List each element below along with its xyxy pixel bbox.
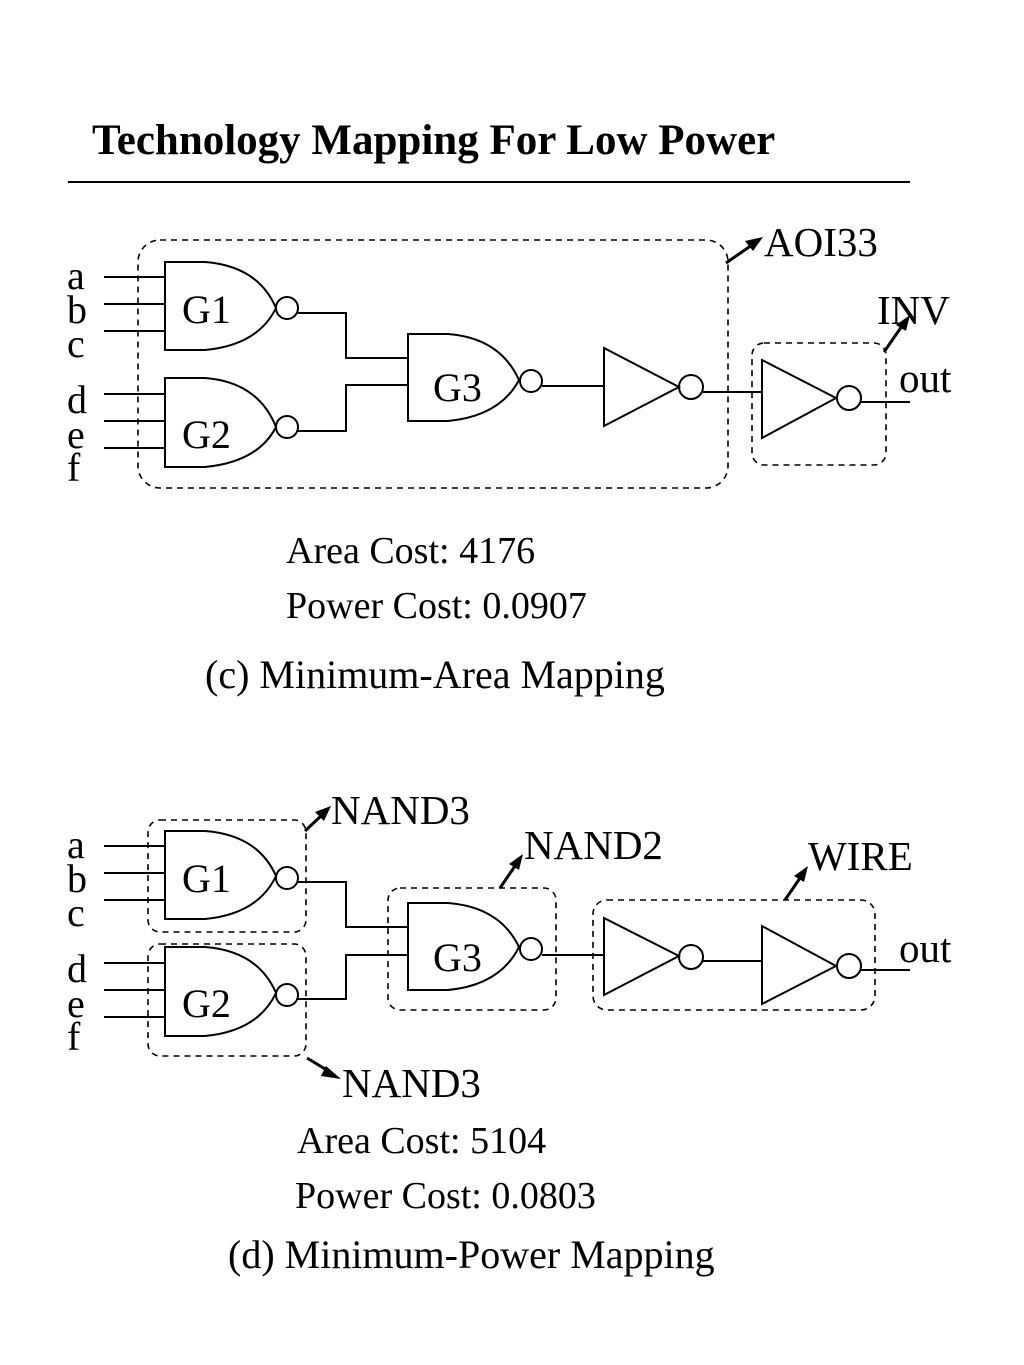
nand2-arrow <box>498 865 517 889</box>
cell-label-aoi33: AOI33 <box>764 219 878 265</box>
input-label-d: d <box>67 377 87 422</box>
input-label-a: a <box>67 253 85 298</box>
gate-label-g1: G1 <box>182 287 231 332</box>
cell-label-nand2: NAND2 <box>524 822 663 868</box>
inv-cell-box <box>751 342 887 466</box>
nand3-bottom-cell-box <box>147 943 307 1057</box>
power-cost: Power Cost: 0.0907 <box>286 585 587 627</box>
g3-bubble <box>519 369 543 393</box>
slide-title: Technology Mapping For Low Power <box>92 117 776 164</box>
output-label: out <box>899 355 952 401</box>
aoi33-arrow <box>725 243 753 265</box>
inverter-2 <box>761 358 839 440</box>
cell-label-wire: WIRE <box>808 833 913 879</box>
panel-caption: (c) Minimum-Area Mapping <box>205 652 665 697</box>
output-label: out <box>899 925 952 971</box>
g2-to-g3-wire <box>298 954 408 1000</box>
panel-c-minimum-area: a b c d e f G1 G2 G3 AOI33 INV out Area … <box>67 219 952 697</box>
g2-to-g3-wire <box>298 384 408 432</box>
gate-label-g1: G1 <box>182 856 231 901</box>
g2-bubble <box>275 983 299 1007</box>
cell-label-nand3-top: NAND3 <box>331 787 470 833</box>
input-label-f: f <box>67 1014 81 1059</box>
inverter-1-bubble <box>678 944 704 970</box>
panel-caption: (d) Minimum-Power Mapping <box>228 1232 715 1277</box>
inverter-2-bubble <box>836 385 862 411</box>
inverter-1-bubble <box>678 374 704 400</box>
aoi33-arrowhead <box>745 237 763 251</box>
wire-arrowhead <box>794 866 808 882</box>
input-label-f: f <box>67 445 81 490</box>
title-underline <box>68 181 910 183</box>
g2-bubble <box>275 415 299 439</box>
area-cost: Area Cost: 5104 <box>297 1120 546 1162</box>
input-label-e: e <box>67 981 85 1026</box>
input-label-b: b <box>67 856 87 901</box>
inv-arrowhead <box>896 315 910 331</box>
input-label-c: c <box>67 321 85 366</box>
input-label-d: d <box>67 946 87 991</box>
nand3-top-arrowhead <box>315 806 331 821</box>
nand3-bottom-arrowhead <box>321 1066 341 1079</box>
gate-label-g2: G2 <box>182 981 231 1026</box>
input-label-e: e <box>67 412 85 457</box>
g1-bubble <box>275 866 299 890</box>
cell-label-nand3-bottom: NAND3 <box>342 1060 481 1106</box>
inv-arrow <box>882 325 904 353</box>
g1-bubble <box>275 296 299 320</box>
nand2-cell-box <box>387 887 557 1011</box>
gate-label-g3: G3 <box>433 365 482 410</box>
g3-nand-gate <box>407 333 521 422</box>
inverter-1 <box>603 346 682 428</box>
g1-to-g3-wire <box>298 881 408 928</box>
nand2-arrowhead <box>509 854 523 870</box>
wire-arrow <box>783 877 802 901</box>
power-cost: Power Cost: 0.0803 <box>295 1175 596 1217</box>
input-label-b: b <box>67 287 87 332</box>
cell-label-inv: INV <box>877 287 950 333</box>
area-cost: Area Cost: 4176 <box>286 530 535 572</box>
gate-label-g3: G3 <box>433 935 482 980</box>
input-label-c: c <box>67 890 85 935</box>
inverter-1 <box>603 916 682 997</box>
aoi33-cell-box <box>137 239 729 489</box>
wire-cell-box <box>592 899 876 1011</box>
panel-d-minimum-power: a b c d e f G1 G2 G3 NAND3 NAND2 WIRE NA… <box>67 787 952 1277</box>
g3-nand-gate <box>407 902 521 991</box>
nand3-top-cell-box <box>147 819 307 933</box>
g3-bubble <box>519 937 543 961</box>
inverter-2-bubble <box>836 953 862 979</box>
nand3-top-arrow <box>303 813 324 833</box>
input-label-a: a <box>67 822 85 867</box>
g1-to-g3-wire <box>298 312 408 359</box>
inverter-2 <box>761 924 839 1006</box>
gate-label-g2: G2 <box>182 412 231 457</box>
